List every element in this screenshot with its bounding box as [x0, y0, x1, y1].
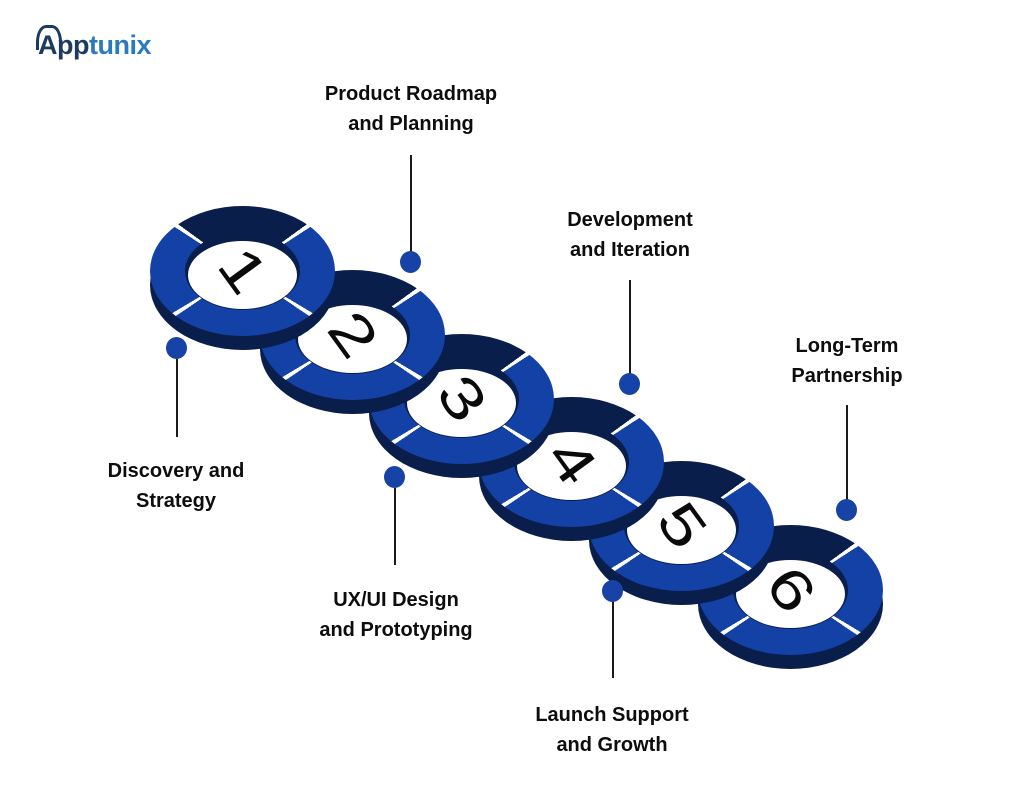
connector-dot-1 [166, 337, 187, 359]
connector-line-2 [410, 155, 412, 252]
label-line: Development [567, 209, 693, 231]
connector-dot-3 [384, 466, 405, 488]
step-label-discovery: Discovery and Strategy [56, 456, 296, 516]
step-label-partnership: Long-Term Partnership [727, 331, 967, 391]
connector-dot-6 [836, 499, 857, 521]
apptunix-logo: Apptunix [36, 25, 152, 66]
connector-line-3 [394, 488, 396, 565]
step-label-design: UX/UI Design and Prototyping [276, 585, 516, 645]
connector-line-1 [176, 359, 178, 437]
logo-text-secondary: tunix [88, 30, 152, 60]
label-line: Discovery and [107, 460, 245, 482]
connector-dot-2 [400, 251, 421, 273]
step-ring-6: 6 [698, 525, 883, 669]
step-ring-1: 1 [150, 206, 335, 350]
connector-line-4 [629, 280, 631, 374]
connector-line-6 [846, 405, 848, 500]
label-line: and Planning [348, 113, 474, 135]
connector-line-5 [612, 602, 614, 678]
label-line: UX/UI Design [333, 589, 459, 611]
connector-dot-4 [619, 373, 640, 395]
step-label-launch: Launch Support and Growth [492, 700, 732, 760]
connector-dot-5 [602, 580, 623, 602]
label-line: and Iteration [569, 239, 690, 261]
step-number-1: 1 [150, 206, 335, 336]
label-line: Strategy [135, 490, 217, 512]
label-line: Launch Support [535, 704, 689, 726]
label-line: Product Roadmap [324, 83, 498, 105]
step-label-roadmap: Product Roadmap and Planning [291, 79, 531, 139]
label-line: and Growth [556, 734, 668, 756]
logo-arc-icon [36, 25, 62, 50]
ring-hole-inner [188, 241, 297, 309]
label-line: Long-Term [795, 335, 899, 357]
step-number-text: 1 [205, 235, 281, 306]
label-line: Partnership [791, 365, 903, 387]
logo-text-primary: App [38, 30, 89, 60]
step-label-development: Development and Iteration [510, 205, 750, 265]
label-line: and Prototyping [319, 619, 473, 641]
